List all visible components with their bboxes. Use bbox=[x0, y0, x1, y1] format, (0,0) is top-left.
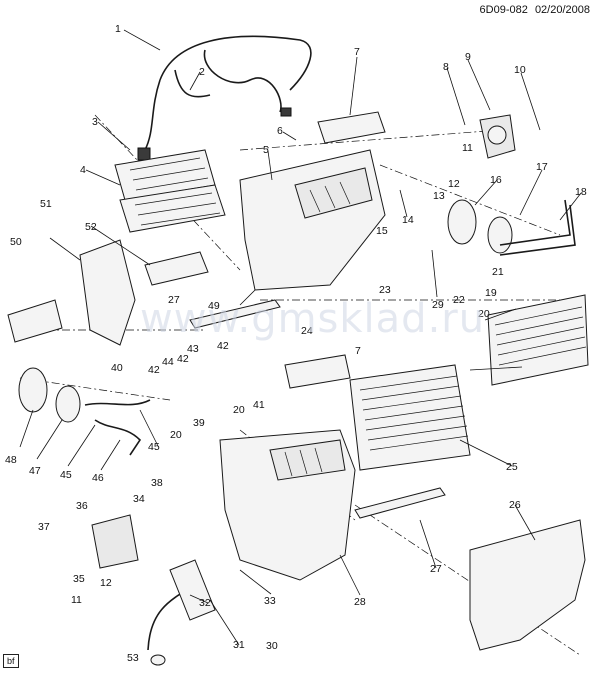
callout-21: 21 bbox=[492, 266, 504, 278]
callout-7b: 7 bbox=[355, 345, 361, 357]
seal-16 bbox=[447, 199, 477, 245]
callout-32: 32 bbox=[199, 597, 211, 609]
watermark: www.gmsklad.ru bbox=[140, 296, 486, 342]
callout-42b: 42 bbox=[177, 353, 189, 365]
actuator-36 bbox=[91, 514, 139, 569]
callout-11b: 11 bbox=[71, 594, 82, 606]
strip-27-lower bbox=[354, 487, 446, 519]
callout-45b: 45 bbox=[60, 469, 72, 481]
callout-38: 38 bbox=[151, 477, 163, 489]
callout-43: 43 bbox=[187, 343, 199, 355]
duct-51 bbox=[79, 239, 136, 346]
callout-16: 16 bbox=[490, 174, 502, 186]
seal-upper bbox=[317, 111, 386, 144]
filter-50 bbox=[7, 299, 63, 343]
seal-48 bbox=[18, 367, 48, 413]
filter-52 bbox=[144, 251, 209, 286]
heater-core bbox=[487, 294, 589, 386]
cover-26 bbox=[469, 519, 586, 651]
callout-20c: 20 bbox=[170, 429, 182, 441]
diagram-header: 6D09-082 02/20/2008 bbox=[480, 4, 590, 16]
callout-2: 2 bbox=[199, 66, 205, 78]
callout-14: 14 bbox=[402, 214, 414, 226]
callout-45a: 45 bbox=[148, 441, 160, 453]
callout-12b: 12 bbox=[100, 577, 112, 589]
callout-46: 46 bbox=[92, 472, 104, 484]
callout-41: 41 bbox=[253, 399, 265, 411]
callout-48: 48 bbox=[5, 454, 17, 466]
hoses-45-46 bbox=[84, 399, 151, 456]
callout-18: 18 bbox=[575, 186, 587, 198]
callout-5: 5 bbox=[263, 144, 269, 156]
strip-27-upper bbox=[189, 299, 281, 329]
callout-40: 40 bbox=[111, 362, 123, 374]
bf-badge: bf bbox=[3, 654, 19, 668]
callout-36: 36 bbox=[76, 500, 88, 512]
upper-hvac-case bbox=[239, 149, 386, 291]
callout-13: 13 bbox=[433, 190, 445, 202]
callout-20a: 20 bbox=[478, 308, 490, 320]
callout-27b: 27 bbox=[430, 563, 442, 575]
callout-28: 28 bbox=[354, 596, 366, 608]
callout-51: 51 bbox=[40, 198, 52, 210]
callout-34: 34 bbox=[133, 493, 145, 505]
ring-47 bbox=[55, 385, 81, 423]
callout-23: 23 bbox=[379, 284, 391, 296]
callout-37: 37 bbox=[38, 521, 50, 533]
callout-19: 19 bbox=[485, 287, 497, 299]
callout-9: 9 bbox=[465, 51, 471, 63]
filter-assembly bbox=[114, 149, 226, 233]
callout-49: 49 bbox=[208, 300, 220, 312]
callout-52: 52 bbox=[85, 221, 97, 233]
callout-25: 25 bbox=[506, 461, 518, 473]
callout-42c: 42 bbox=[217, 340, 229, 352]
callout-15: 15 bbox=[376, 225, 388, 237]
wiring-harness bbox=[137, 35, 312, 161]
callout-27a: 27 bbox=[168, 294, 180, 306]
callout-26: 26 bbox=[509, 499, 521, 511]
ring-17 bbox=[487, 216, 513, 254]
callout-1: 1 bbox=[115, 23, 121, 35]
diagram-date: 02/20/2008 bbox=[534, 4, 590, 16]
callout-35: 35 bbox=[73, 573, 85, 585]
callout-50: 50 bbox=[10, 236, 22, 248]
callout-12a: 12 bbox=[448, 178, 460, 190]
callout-6: 6 bbox=[277, 125, 283, 137]
evaporator-core bbox=[349, 364, 471, 471]
callout-11a: 11 bbox=[462, 142, 473, 154]
callout-4: 4 bbox=[80, 164, 86, 176]
callout-47: 47 bbox=[29, 465, 41, 477]
callout-22: 22 bbox=[453, 294, 465, 306]
callout-39: 39 bbox=[193, 417, 205, 429]
diagram-code: 6D09-082 bbox=[479, 4, 528, 16]
actuator-9-gear bbox=[487, 125, 507, 145]
drain-53 bbox=[150, 654, 166, 666]
callout-31: 31 bbox=[233, 639, 245, 651]
bracket-32 bbox=[169, 559, 216, 621]
callout-29: 29 bbox=[432, 299, 444, 311]
callout-42a: 42 bbox=[148, 364, 160, 376]
leader-lines bbox=[19, 29, 582, 646]
lower-hvac-case bbox=[219, 429, 356, 581]
seal-lower bbox=[284, 354, 351, 389]
callout-labels: 1 2 3 4 5 6 7 7 8 9 10 11 11 12 12 13 14… bbox=[5, 23, 587, 664]
callout-53: 53 bbox=[127, 652, 139, 664]
callout-8: 8 bbox=[443, 61, 449, 73]
callout-24: 24 bbox=[301, 325, 313, 337]
callout-7a: 7 bbox=[354, 46, 360, 58]
callout-33: 33 bbox=[264, 595, 276, 607]
callout-44: 44 bbox=[162, 356, 174, 368]
callout-20b: 20 bbox=[233, 404, 245, 416]
callout-17: 17 bbox=[536, 161, 548, 173]
callout-10: 10 bbox=[514, 64, 526, 76]
callout-30: 30 bbox=[266, 640, 278, 652]
callout-3: 3 bbox=[92, 116, 98, 128]
